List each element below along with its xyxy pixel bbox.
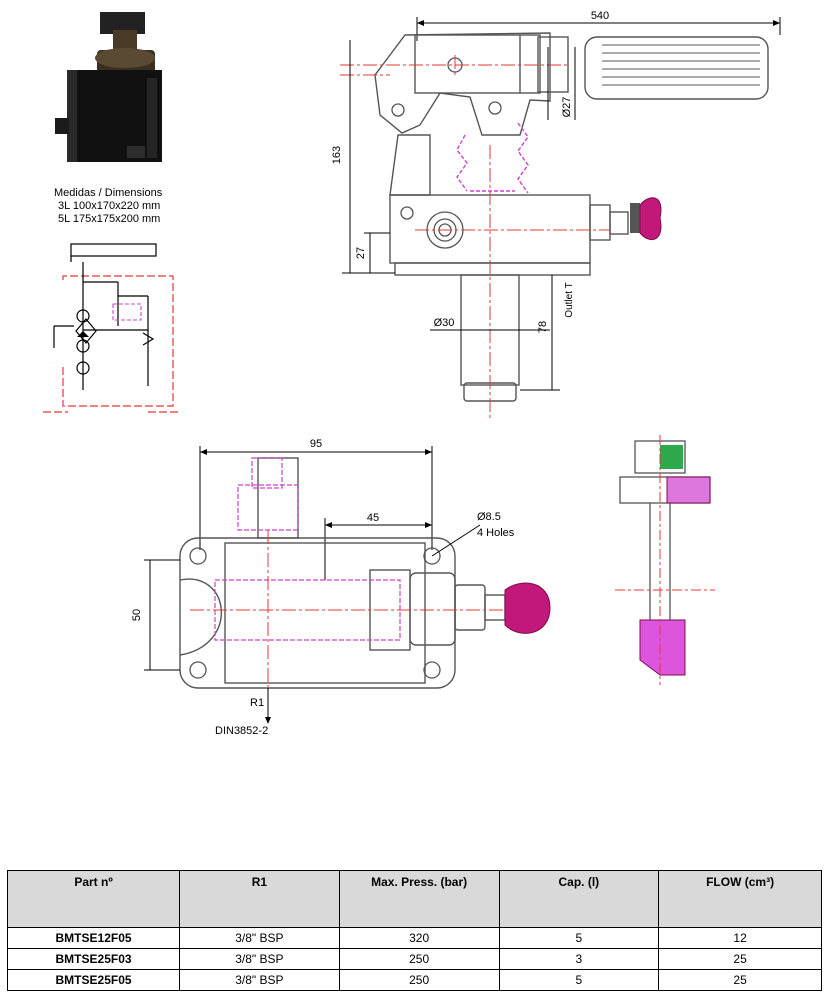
caption-5l: 5L 175x175x200 mm	[58, 213, 161, 225]
cell-part: BMTSE12F05	[6, 927, 181, 949]
caption-3l: 3L 100x170x220 mm	[58, 200, 161, 212]
cell-part: BMTSE25F03	[6, 948, 181, 970]
cell-flow: 25	[658, 969, 822, 991]
table-row: BMTSE12F05 3/8" BSP 320 5 12	[6, 927, 822, 949]
table-header-row: Part nº R1 Max. Press. (bar) Cap. (l) FL…	[6, 870, 822, 928]
dimensions-caption: Medidas / Dimensions 3L 100x170x220 mm 5…	[54, 187, 194, 226]
dim-163: 163	[331, 146, 343, 164]
cell-press: 250	[338, 969, 500, 991]
holes-count: 4 Holes	[477, 527, 515, 539]
table-row: BMTSE25F05 3/8" BSP 250 5 25	[6, 969, 822, 991]
cell-flow: 12	[658, 927, 822, 949]
holes-dia: Ø8.5	[477, 511, 501, 523]
header-flow: FLOW (cm³)	[658, 870, 822, 928]
cell-part: BMTSE25F05	[6, 969, 181, 991]
cell-cap: 5	[498, 969, 660, 991]
outlet-label: Outlet T	[564, 282, 575, 317]
cell-r1: 3/8" BSP	[179, 948, 340, 970]
dim-78: 78	[537, 321, 549, 333]
cell-r1: 3/8" BSP	[179, 927, 340, 949]
table-row: BMTSE25F03 3/8" BSP 250 3 25	[6, 948, 822, 970]
dim-45: 45	[367, 512, 379, 524]
cell-press: 320	[338, 927, 500, 949]
dim-27: 27	[355, 247, 367, 259]
header-part: Part nº	[6, 870, 181, 928]
header-press: Max. Press. (bar)	[338, 870, 500, 928]
cell-press: 250	[338, 948, 500, 970]
dim-30: Ø30	[434, 317, 455, 329]
cell-cap: 3	[498, 948, 660, 970]
dim-95: 95	[310, 438, 322, 450]
cell-r1: 3/8" BSP	[179, 969, 340, 991]
cell-flow: 25	[658, 948, 822, 970]
dim-50: 50	[131, 609, 143, 621]
section-detail-drawing	[615, 435, 715, 685]
dim-27-handle: Ø27	[561, 97, 573, 118]
side-view-drawing: 540	[331, 10, 781, 420]
header-cap: Cap. (l)	[498, 870, 660, 928]
dim-540: 540	[591, 10, 609, 22]
hydraulic-schematic	[43, 243, 178, 413]
product-photo	[55, 12, 162, 162]
spec-table: Part nº R1 Max. Press. (bar) Cap. (l) FL…	[6, 870, 822, 991]
header-r1: R1	[179, 870, 340, 928]
caption-title: Medidas / Dimensions	[54, 187, 163, 199]
cell-cap: 5	[498, 927, 660, 949]
top-view-drawing: 95 45 50 Ø8.5 4 Holes R1	[131, 438, 551, 737]
port-standard: DIN3852-2	[215, 725, 268, 737]
port-label: R1	[250, 697, 264, 709]
